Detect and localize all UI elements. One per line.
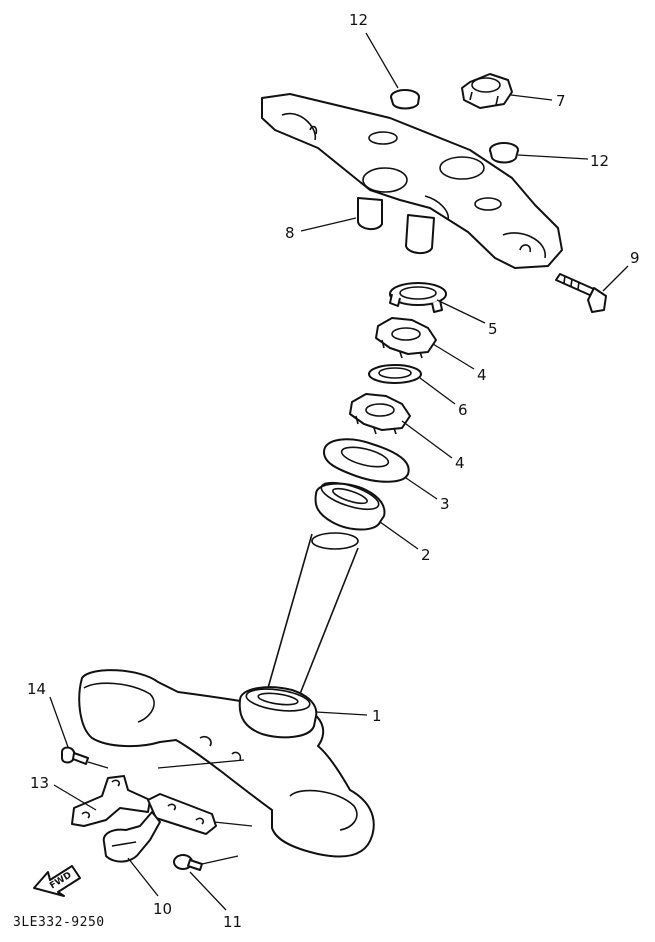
upper-bracket [261,93,563,269]
callout-3: 3 [440,495,450,513]
dust-seal-3 [323,438,410,483]
callout-8: 8 [285,224,295,242]
bearing-1 [238,686,318,739]
bracket-13 [71,775,151,827]
callout-10: 10 [153,900,172,918]
hose-holder-plate [147,793,217,835]
callout-9: 9 [630,249,640,267]
callout-12-top: 12 [349,11,368,29]
forward-arrow-icon: FWD [33,865,81,897]
bolt-14 [61,746,89,765]
stem-nut-7 [461,73,513,109]
pinch-bolt-9 [555,273,607,313]
ring-nut-4-upper [375,317,437,359]
washer-6 [368,364,422,384]
screw-11 [173,854,203,871]
callout-6: 6 [458,401,468,419]
lock-washer-5 [389,282,447,313]
ring-nut-4-lower [349,393,411,435]
callout-11: 11 [223,913,242,931]
callout-2: 2 [421,546,431,564]
callout-14: 14 [27,680,46,698]
lower-bracket [78,669,375,858]
callout-12-right: 12 [590,152,609,170]
cap-12-top [390,89,420,110]
diagram-code: 3LE332-9250 [13,915,105,930]
cap-12-right [489,142,519,164]
callout-1: 1 [372,707,382,725]
callout-5: 5 [488,320,498,338]
clamp-10 [102,811,161,863]
callout-4-lower: 4 [455,454,465,472]
steering-stem-shaft [267,532,359,695]
callout-4-upper: 4 [477,366,487,384]
callout-13: 13 [30,774,49,792]
bearing-2 [314,481,386,531]
callout-7: 7 [556,92,566,110]
